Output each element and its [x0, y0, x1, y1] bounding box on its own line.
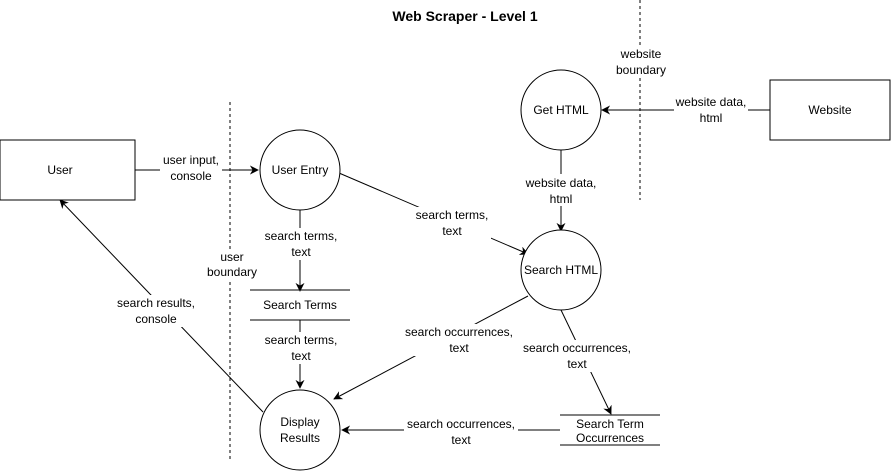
website-entity	[769, 79, 891, 141]
flow-label-user-input-line1: user input,	[163, 153, 219, 167]
flow-label-store-to-display-results-line1: search occurrences,	[407, 417, 515, 431]
search-terms-store-label: Search Terms	[263, 298, 337, 312]
flow-label-entry-to-store-line1: search terms,	[265, 229, 338, 243]
user-boundary-label-line2: boundary	[207, 265, 257, 279]
flow-label-entry-to-search-line1: search terms,	[416, 208, 489, 222]
flow-label-search-to-display-line1: search occurrences,	[405, 325, 513, 339]
diagram-title: Web Scraper - Level 1	[392, 8, 537, 24]
occurrences-store-label-line1: Search Term	[576, 417, 644, 431]
flow-label-search-to-store-line1: search occurrences,	[523, 341, 631, 355]
user-entry-process	[259, 129, 341, 211]
flow-label-search-to-store-line2: text	[567, 357, 587, 371]
flow-label-website-data-in-line1: website data,	[675, 95, 747, 109]
flow-label-website-data-down-line1: website data,	[525, 176, 597, 190]
user-boundary-label-line1: user	[220, 250, 243, 264]
website-boundary-label-line2: boundary	[616, 63, 666, 77]
user-entity	[0, 139, 136, 201]
flow-label-store-to-display-line2: text	[291, 349, 311, 363]
flow-label-entry-to-store-line2: text	[291, 245, 311, 259]
user-entity-label: User	[47, 163, 72, 177]
get-html-process	[520, 69, 602, 151]
display-results-process	[259, 389, 341, 471]
flow-label-user-input-line2: console	[170, 169, 212, 183]
flow-label-website-data-down-line2: html	[550, 192, 573, 206]
search-html-label: Search HTML	[524, 263, 598, 277]
website-boundary-label-line1: website	[620, 47, 662, 61]
get-html-label: Get HTML	[533, 103, 589, 117]
display-results-label-line1: Display	[280, 415, 319, 429]
flow-label-search-to-display-line2: text	[449, 341, 469, 355]
flow-label-store-to-display-line1: search terms,	[265, 333, 338, 347]
occurrences-store-label-line2: Occurrences	[576, 431, 644, 445]
user-entry-label: User Entry	[272, 163, 329, 177]
flow-label-website-data-in-line2: html	[700, 111, 723, 125]
flow-label-search-results-line2: console	[135, 312, 177, 326]
search-html-process	[520, 229, 602, 311]
flow-label-search-results-line1: search results,	[117, 296, 195, 310]
flow-label-entry-to-search-line2: text	[442, 224, 462, 238]
display-results-label-line2: Results	[280, 431, 320, 445]
flow-label-store-to-display-results-line2: text	[451, 433, 471, 447]
website-entity-label: Website	[808, 103, 851, 117]
